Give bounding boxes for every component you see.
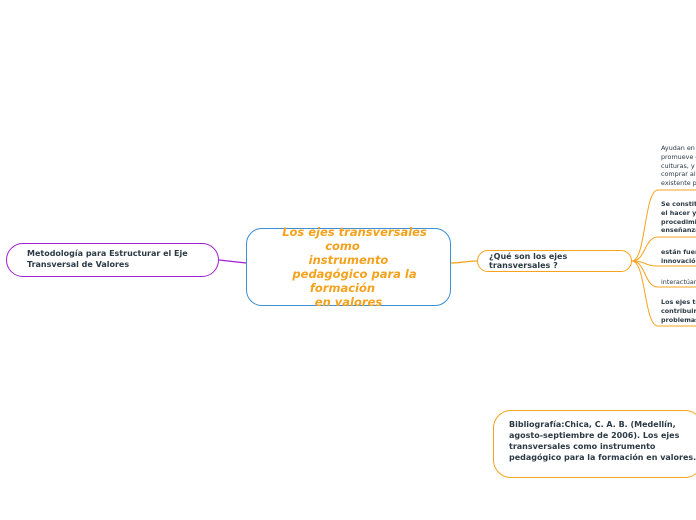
bibliography-line-4: pedagógico para la formación en valores. — [509, 453, 696, 462]
connector-central-right — [450, 260, 478, 264]
subtopic-connectors — [631, 189, 696, 327]
subtopic-2-line-3: procedimie — [661, 217, 696, 226]
connector-sub-2 — [631, 236, 696, 262]
subtopic-5-line-2: contribuir, — [661, 306, 696, 315]
bibliography-line-2: agosto-septiembre de 2006). Los ejes — [509, 431, 680, 440]
central-line-4: en valores — [314, 295, 383, 309]
left-topic-metodologia[interactable]: Metodología para Estructurar el Eje Tran… — [6, 243, 219, 277]
subtopic-estan-fuera[interactable]: están fuer innovació — [661, 248, 696, 266]
subtopic-1-line-3: culturas, y d — [661, 161, 696, 170]
bibliography-line-1: Bibliografía:Chica, C. A. B. (Medellín, — [509, 420, 676, 429]
left-topic-line-1: Metodología para Estructurar el Eje — [27, 249, 188, 258]
central-topic-text: Los ejes transversales como instrumento … — [247, 225, 450, 309]
subtopic-se-constituyen[interactable]: Se constitu el hacer y e procedimie ense… — [661, 200, 696, 235]
subtopic-5-line-1: Los ejes tra — [661, 298, 696, 306]
left-topic-line-2: Transversal de Valores — [27, 259, 130, 269]
subtopic-1-line-1: Ayudan en l — [661, 144, 696, 152]
subtopic-5-line-3: problemas — [661, 315, 696, 324]
subtopic-interactuan[interactable]: interactúan — [661, 278, 696, 287]
central-line-2: instrumento — [308, 253, 389, 267]
subtopic-los-ejes[interactable]: Los ejes tra contribuir, problemas — [661, 298, 696, 324]
connector-sub-1 — [631, 189, 696, 262]
central-line-1: Los ejes transversales como — [282, 225, 427, 253]
central-line-3: pedagógico para la formación — [292, 267, 417, 295]
subtopic-1-line-4: comprar al p — [661, 170, 696, 179]
subtopic-4-line-1: interactúan — [661, 278, 696, 286]
bibliography-line-3: transversales como instrumento — [509, 442, 656, 451]
right-topic-label: ¿Qué son los ejes transversales ? — [489, 252, 568, 270]
bibliography-node[interactable]: Bibliografía:Chica, C. A. B. (Medellín, … — [493, 410, 696, 478]
central-topic[interactable]: Los ejes transversales como instrumento … — [246, 225, 451, 309]
subtopic-2-line-2: el hacer y e — [661, 208, 696, 217]
subtopic-2-line-4: enseñanza — [661, 226, 696, 235]
connector-sub-3 — [631, 260, 696, 267]
subtopic-ayudan[interactable]: Ayudan en l promueve c culturas, y d com… — [661, 144, 696, 188]
connector-sub-4 — [631, 260, 696, 288]
subtopic-1-line-2: promueve c — [661, 152, 696, 161]
subtopic-3-line-1: están fuer — [661, 248, 696, 256]
connector-central-left — [218, 259, 247, 264]
subtopic-3-line-2: innovació — [661, 256, 696, 265]
right-topic-que-son[interactable]: ¿Qué son los ejes transversales ? — [477, 250, 632, 272]
subtopic-1-line-5: existente po — [661, 179, 696, 188]
subtopic-2-line-1: Se constitu — [661, 200, 696, 208]
connector-sub-5 — [631, 260, 696, 327]
